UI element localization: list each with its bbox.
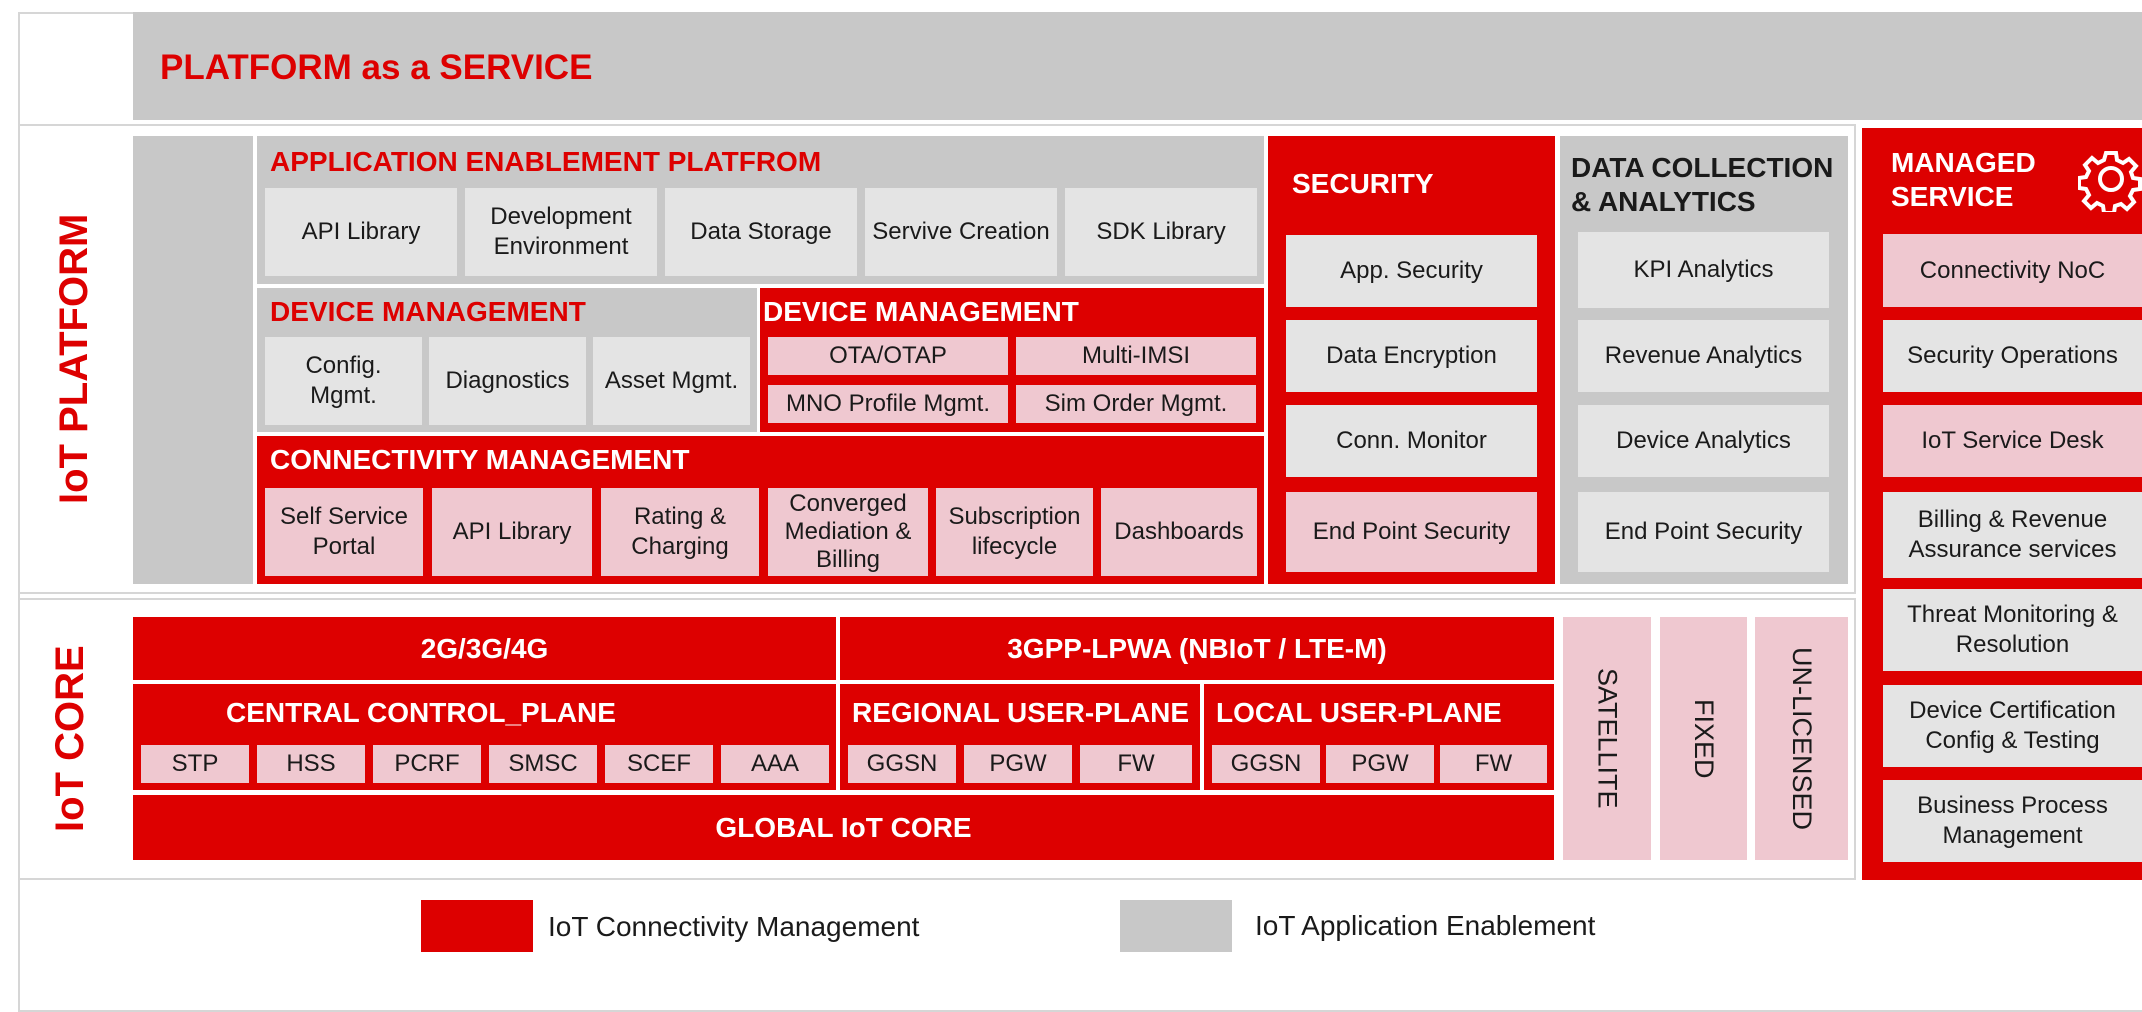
- local-title: LOCAL USER-PLANE: [1216, 697, 1502, 728]
- security-item: App. Security: [1286, 235, 1537, 307]
- aep-item: Development Environment: [465, 188, 657, 276]
- managed-item: IoT Service Desk: [1883, 405, 2142, 477]
- aep-title: APPLICATION ENABLEMENT PLATFROM: [270, 146, 822, 177]
- central-item: STP: [141, 745, 249, 783]
- platform-side-bar: [133, 136, 253, 584]
- analytics-item: Device Analytics: [1578, 405, 1829, 477]
- analytics-item: Revenue Analytics: [1578, 320, 1829, 392]
- dm-red-item: Multi-IMSI: [1016, 337, 1256, 375]
- analytics-item: KPI Analytics: [1578, 232, 1829, 308]
- satellite-label: SATELLITE: [1592, 668, 1623, 809]
- conn-panel: [257, 436, 1264, 584]
- local-item: FW: [1440, 745, 1547, 783]
- regional-item: GGSN: [848, 745, 956, 783]
- core-frame: [18, 598, 1856, 880]
- aep-item: Servive Creation: [865, 188, 1057, 276]
- global-core-bar: GLOBAL IoT CORE: [133, 795, 1554, 860]
- aep-item: Data Storage: [665, 188, 857, 276]
- core-gen-bar: 2G/3G/4G: [133, 617, 836, 680]
- dm-red-item: OTA/OTAP: [768, 337, 1008, 375]
- gear-icon: [2077, 146, 2142, 215]
- legend-red-label: IoT Connectivity Management: [548, 911, 920, 942]
- central-item: AAA: [721, 745, 829, 783]
- dm-gray-item: Asset Mgmt.: [593, 337, 750, 425]
- managed-title: MANAGED SERVICE: [1891, 147, 2036, 212]
- security-item: Data Encryption: [1286, 320, 1537, 392]
- dm-red-item: MNO Profile Mgmt.: [768, 385, 1008, 423]
- unlicensed-label: UN-LICENSED: [1787, 646, 1817, 831]
- central-item: HSS: [257, 745, 365, 783]
- dm-red-item: Sim Order Mgmt.: [1016, 385, 1256, 423]
- legend-gray-swatch: [1120, 900, 1232, 952]
- managed-item: Connectivity NoC: [1883, 234, 2142, 307]
- local-item: PGW: [1326, 745, 1434, 783]
- iot-platform-label: IoT PLATFORM: [52, 213, 96, 505]
- central-title: CENTRAL CONTROL_PLANE: [226, 697, 616, 728]
- fixed-access: FIXED: [1660, 617, 1747, 860]
- managed-item: Device Certification Config & Testing: [1883, 685, 2142, 767]
- conn-item: API Library: [432, 488, 592, 576]
- analytics-title: DATA COLLECTION & ANALYTICS: [1571, 152, 1834, 217]
- analytics-item: End Point Security: [1578, 492, 1829, 572]
- local-item: GGSN: [1212, 745, 1320, 783]
- core-lpwa-bar: 3GPP-LPWA (NBIoT / LTE-M): [840, 617, 1554, 680]
- security-title: SECURITY: [1292, 168, 1434, 199]
- dm-gray-title: DEVICE MANAGEMENT: [270, 296, 586, 327]
- regional-item: PGW: [964, 745, 1072, 783]
- managed-item: Billing & Revenue Assurance services: [1883, 492, 2142, 578]
- central-item: SMSC: [489, 745, 597, 783]
- security-item: Conn. Monitor: [1286, 405, 1537, 477]
- fixed-label: FIXED: [1689, 698, 1719, 779]
- dm-gray-item: Diagnostics: [429, 337, 586, 425]
- iot-core-label: IoT CORE: [48, 645, 92, 833]
- central-panel: [133, 684, 836, 790]
- conn-item: Self Service Portal: [265, 488, 423, 576]
- conn-item: Subscription lifecycle: [936, 488, 1093, 576]
- security-item: End Point Security: [1286, 492, 1537, 572]
- legend-gray-label: IoT Application Enablement: [1255, 910, 1596, 941]
- paas-banner: [133, 12, 2142, 120]
- conn-title: CONNECTIVITY MANAGEMENT: [270, 444, 690, 475]
- aep-item: API Library: [265, 188, 457, 276]
- paas-title: PLATFORM as a SERVICE: [160, 48, 593, 87]
- unlicensed-access: UN-LICENSED: [1755, 617, 1848, 860]
- dm-red-title: DEVICE MANAGEMENT: [763, 296, 1079, 327]
- managed-item: Threat Monitoring & Resolution: [1883, 589, 2142, 671]
- conn-item: Converged Mediation & Billing: [768, 488, 928, 576]
- regional-title: REGIONAL USER-PLANE: [852, 697, 1190, 728]
- aep-item: SDK Library: [1065, 188, 1257, 276]
- regional-item: FW: [1080, 745, 1192, 783]
- central-item: PCRF: [373, 745, 481, 783]
- central-item: SCEF: [605, 745, 713, 783]
- legend-red-swatch: [421, 900, 533, 952]
- dm-gray-item: Config. Mgmt.: [265, 337, 422, 425]
- satellite-access: SATELLITE: [1563, 617, 1651, 860]
- conn-item: Dashboards: [1101, 488, 1257, 576]
- managed-item: Security Operations: [1883, 320, 2142, 392]
- managed-item: Business Process Management: [1883, 780, 2142, 862]
- platform-frame: [18, 124, 1856, 594]
- conn-item: Rating & Charging: [601, 488, 759, 576]
